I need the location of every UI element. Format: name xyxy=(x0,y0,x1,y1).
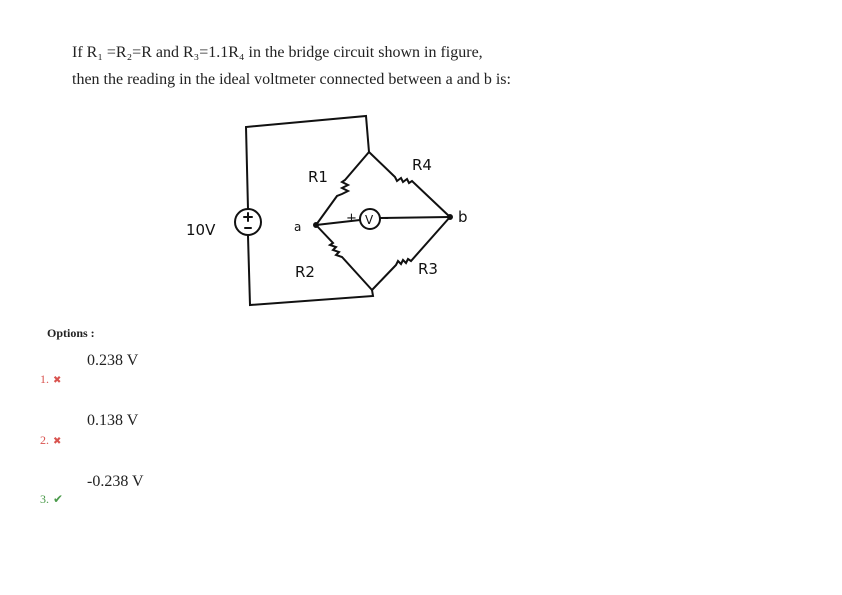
r2-label: R2 xyxy=(295,263,315,281)
option-3-value[interactable]: -0.238 V xyxy=(87,473,144,490)
node-b-label: b xyxy=(458,208,468,226)
voltmeter-label: V xyxy=(365,213,374,227)
option-3-number: 3. ✔ xyxy=(40,492,63,507)
option-number: 1. xyxy=(40,372,49,386)
option-number: 3. xyxy=(40,492,49,506)
option-2-number: 2. ✖ xyxy=(40,433,61,448)
cross-icon: ✖ xyxy=(53,436,62,447)
voltage-source-icon xyxy=(234,208,262,236)
resistor-r1 xyxy=(315,151,370,226)
option-1-value[interactable]: 0.238 V xyxy=(87,352,139,369)
source-label: 10V xyxy=(186,221,216,239)
check-icon: ✔ xyxy=(53,492,64,506)
question-line-1: If R₁ =R₂=R and R₃=1.1R₄ in the bridge c… xyxy=(72,44,483,61)
options-heading: Options : xyxy=(47,326,95,340)
option-1-number: 1. ✖ xyxy=(40,372,61,387)
r4-label: R4 xyxy=(412,156,432,174)
bottom-wire xyxy=(247,235,375,307)
top-wire xyxy=(244,114,370,210)
question-line-2: then the reading in the ideal voltmeter … xyxy=(72,71,511,88)
option-2-value[interactable]: 0.138 V xyxy=(87,412,139,429)
r1-label: R1 xyxy=(308,168,328,186)
r3-label: R3 xyxy=(418,260,438,278)
option-number: 2. xyxy=(40,433,49,447)
plus-label: + xyxy=(346,211,357,226)
node-a-label: a xyxy=(294,220,301,234)
voltmeter-icon xyxy=(359,208,381,230)
resistor-r3 xyxy=(371,216,451,291)
resistor-r4 xyxy=(368,151,451,218)
cross-icon: ✖ xyxy=(53,375,62,386)
resistor-r2 xyxy=(315,224,373,291)
minus-label: - xyxy=(384,211,389,226)
